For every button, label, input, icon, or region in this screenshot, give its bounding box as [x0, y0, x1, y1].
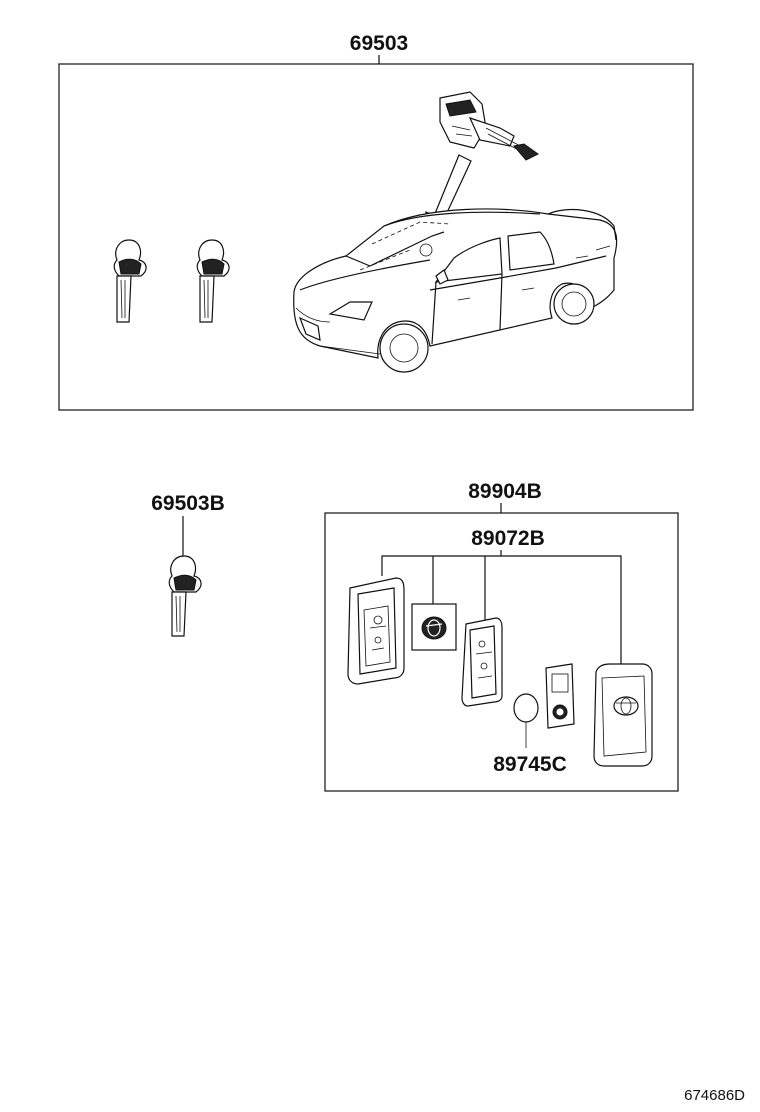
battery-icon: [513, 693, 539, 748]
kit-group: 69503: [58, 32, 694, 411]
part-label-69503[interactable]: 69503: [350, 32, 408, 55]
emblem-icon: [411, 603, 457, 651]
transmitter-box: [324, 512, 679, 792]
transmitter-case-icon: [461, 617, 503, 707]
part-label-89904B[interactable]: 89904B: [468, 480, 542, 503]
key-icon: [196, 239, 230, 323]
key-icon: [113, 239, 147, 323]
kit-box: [58, 63, 694, 411]
part-label-89745C[interactable]: 89745C: [493, 753, 567, 776]
transmitter-group: 89904B 89072B: [324, 480, 679, 792]
key-fob-icon: [593, 663, 653, 767]
circuit-board-icon: [545, 663, 575, 729]
transmitter-case-icon: [347, 577, 405, 685]
part-label-69503B[interactable]: 69503B: [151, 492, 225, 515]
blank-key-group: 69503B: [151, 492, 225, 637]
leader-bracket: [381, 555, 622, 664]
ignition-switch-icon: [439, 91, 539, 161]
figure-id: 674686D: [684, 1087, 745, 1104]
key-icon: [168, 555, 202, 637]
part-label-89072B[interactable]: 89072B: [471, 527, 545, 550]
car-icon: [293, 208, 618, 373]
